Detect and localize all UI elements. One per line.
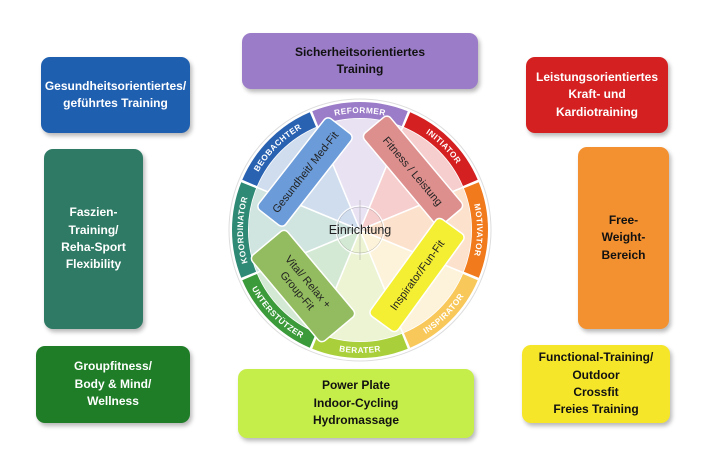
box-faszien-training: Faszien- Training/ Reha-Sport Flexibilit… [44,149,143,329]
box-label: Free- Weight- Bereich [601,212,646,262]
ring-segment-koordinator [232,182,257,278]
center-label: Einrichtung [329,223,392,237]
wheel-center [330,200,390,260]
box-power-plate: Power Plate Indoor-Cycling Hydromassage [238,369,474,438]
ring-label-motivator: MOTIVATOR [472,203,485,258]
box-label: Gesundheitsorientiertes/ geführtes Train… [44,78,187,110]
ring-segment-berater [312,333,408,359]
inner-box-vital-relax-group-fit: Vital/ Relax + Group-Fit [250,229,356,343]
box-free-weight-bereich: Free- Weight- Bereich [578,147,669,329]
ring-label-koordinator: KOORDINATOR [235,195,250,265]
ring-label-berater: BERATER [339,343,382,355]
ring-segment-motivator [463,182,488,278]
box-label: Power Plate Indoor-Cycling Hydromassage [312,378,400,428]
box-sicherheitsorientiertes-training: Sicherheitsorientiertes Training [242,33,478,89]
box-label: Leistungsorientiertes Kraft- und Kardiot… [535,69,659,119]
ring-segment-inspirator [403,273,478,348]
box-label: Functional-Training/ Outdoor Crossfit Fr… [538,350,654,417]
box-label: Sicherheitsorientiertes Training [294,44,426,76]
box-groupfitness: Groupfitness/ Body & Mind/ Wellness [36,346,190,423]
ring-segment-initiator [403,112,478,187]
ring-segment-unterstützer [242,273,317,348]
box-functional-training: Functional-Training/ Outdoor Crossfit Fr… [522,345,670,423]
ring-label-reformer: REFORMER [333,105,386,118]
box-gesundheitsorientiertes-training: Gesundheitsorientiertes/ geführtes Train… [41,57,190,133]
box-leistungsorientiertes-training: Leistungsorientiertes Kraft- und Kardiot… [526,57,668,133]
box-label: Groupfitness/ Body & Mind/ Wellness [73,359,152,409]
box-label: Faszien- Training/ Reha-Sport Flexibilit… [61,205,126,272]
ring-segment-beobachter [242,112,317,187]
